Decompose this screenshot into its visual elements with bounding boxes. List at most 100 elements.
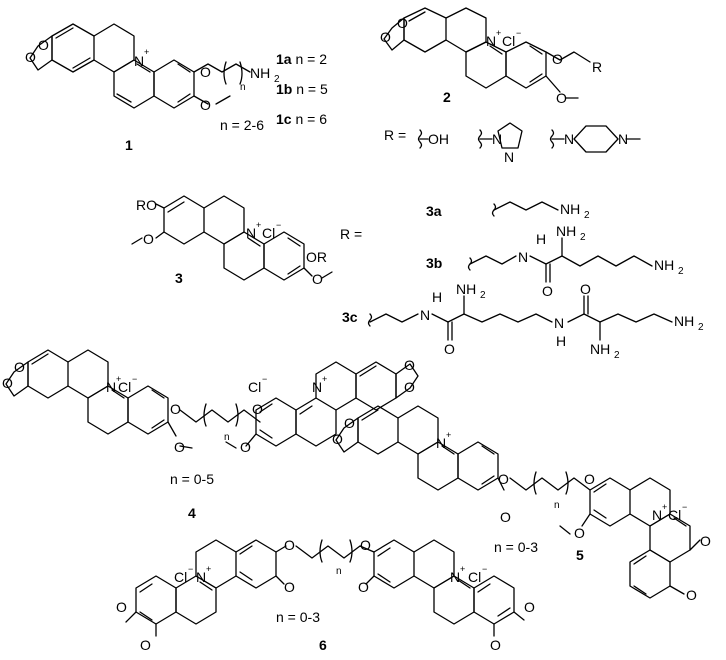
atom-label: O xyxy=(140,637,151,653)
charge-plus: + xyxy=(256,220,261,230)
charge-plus: + xyxy=(206,564,211,574)
amine-subscript: 2 xyxy=(584,210,590,221)
substituent-ro: RO xyxy=(136,197,157,213)
amine-label: NH xyxy=(556,223,576,239)
charge-plus: + xyxy=(662,502,667,512)
atom-label: N xyxy=(518,249,528,265)
substituent-or: OR xyxy=(306,249,327,265)
compound-2-number: 2 xyxy=(443,89,451,105)
variant-1b: 1b n = 5 xyxy=(276,81,328,97)
amine-subscript: 2 xyxy=(678,266,684,277)
amine-subscript: 2 xyxy=(480,290,486,301)
atom-label: N xyxy=(504,149,514,165)
atom-label: O xyxy=(686,587,697,603)
atom-label: N xyxy=(486,33,496,49)
atom-label: O xyxy=(542,283,553,299)
variant-1a: 1a n = 2 xyxy=(276,51,327,67)
atom-label: N xyxy=(564,131,574,147)
atom-label: O xyxy=(240,439,251,455)
charge-plus: + xyxy=(446,430,451,440)
charge-minus: − xyxy=(482,564,487,574)
atom-label: O xyxy=(444,341,455,357)
atom-label: N xyxy=(312,379,322,395)
atom-label: H xyxy=(556,333,566,349)
counterion: Cl xyxy=(468,569,481,585)
variant-1c: 1c n = 6 xyxy=(276,111,327,127)
counterion: Cl xyxy=(174,569,187,585)
r-equals-label: R = xyxy=(384,127,406,143)
atom-label: O xyxy=(143,231,154,247)
amine-label: NH xyxy=(250,65,270,81)
compound-1-number: 1 xyxy=(125,137,133,153)
atom-label: N xyxy=(450,569,460,585)
compound-4-range: n = 0-5 xyxy=(170,471,214,487)
charge-minus: − xyxy=(682,502,687,512)
amine-label: NH xyxy=(456,281,476,297)
charge-minus: − xyxy=(516,28,521,38)
atom-label: H xyxy=(432,289,442,305)
compound-5-structure: O O N + O O n O O N + Cl − O O n = 0-3 5 xyxy=(332,405,711,603)
compound-3-number: 3 xyxy=(175,270,183,286)
atom-label: O xyxy=(200,64,211,80)
charge-minus: − xyxy=(132,374,137,384)
variant-3a: 3a xyxy=(426,203,442,219)
repeat-index: n xyxy=(240,82,246,93)
atom-label: O xyxy=(2,375,13,391)
compound-4-number: 4 xyxy=(188,505,196,521)
compound-1-structure: O O N + O O n NH 2 n = 2-6 1 xyxy=(25,23,280,153)
atom-label: N xyxy=(246,225,256,241)
charge-plus: + xyxy=(144,47,149,57)
repeat-index: n xyxy=(554,500,560,511)
charge-plus: + xyxy=(116,374,121,384)
atom-label: O xyxy=(584,471,595,487)
compound-6-structure: Cl − N + O O O O n O O N + Cl − O O n = … xyxy=(116,537,535,653)
atom-label: O xyxy=(556,90,567,106)
atom-label: O xyxy=(284,537,295,553)
counterion: Cl xyxy=(262,225,275,241)
compound-5-number: 5 xyxy=(576,547,584,563)
atom-label: O xyxy=(170,401,181,417)
atom-label: N xyxy=(134,53,144,69)
atom-label: O xyxy=(14,359,25,375)
atom-label: N xyxy=(492,131,502,147)
atom-label: O xyxy=(404,357,415,373)
atom-label: N xyxy=(420,307,430,323)
atom-label: N xyxy=(652,507,662,523)
atom-label: H xyxy=(536,231,546,247)
compound-3-r-groups: R = 3a 3b 3c xyxy=(340,201,704,361)
charge-plus: + xyxy=(460,564,465,574)
amine-label: NH xyxy=(560,201,580,217)
atom-label: O xyxy=(332,431,343,447)
atom-label: O xyxy=(498,471,509,487)
atom-label: O xyxy=(524,599,535,615)
repeat-index: n xyxy=(336,566,342,577)
variant-3c: 3c xyxy=(342,309,358,325)
compound-5-range: n = 0-3 xyxy=(494,539,538,555)
counterion: Cl xyxy=(248,379,261,395)
atom-label: O xyxy=(174,439,185,455)
compound-2-r-groups: R = OH N N N N xyxy=(384,122,641,165)
atom-label: O xyxy=(380,29,391,45)
amine-label: NH xyxy=(590,341,610,357)
amine-label: NH xyxy=(674,313,694,329)
atom-label: N xyxy=(554,315,564,331)
atom-label: O xyxy=(252,401,263,417)
variant-3b: 3b xyxy=(426,255,442,271)
atom-label: O xyxy=(397,15,408,31)
charge-plus: + xyxy=(322,374,327,384)
atom-label: O xyxy=(700,533,711,549)
atom-label: N xyxy=(106,379,116,395)
charge-minus: − xyxy=(188,564,193,574)
atom-label: O xyxy=(404,379,415,395)
atom-label: O xyxy=(360,537,371,553)
amine-subscript: 2 xyxy=(614,350,620,361)
hydroxyl-label: OH xyxy=(428,131,449,147)
compound-1-variants: 1a n = 2 1b n = 5 1c n = 6 xyxy=(276,51,328,127)
atom-label: O xyxy=(574,525,585,541)
atom-label: O xyxy=(25,49,36,65)
atom-label: N xyxy=(436,435,446,451)
compound-2-structure: O O N + Cl − O R O 2 xyxy=(380,7,602,106)
amine-subscript: 2 xyxy=(580,232,586,243)
compound-1-range: n = 2-6 xyxy=(220,117,264,133)
